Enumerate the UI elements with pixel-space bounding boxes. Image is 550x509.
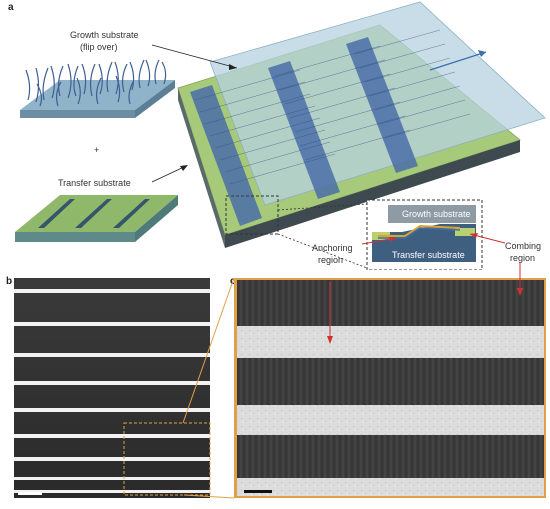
anchoring-label-2: region	[318, 255, 344, 265]
combing-label-2: region	[510, 253, 536, 263]
growth-substrate-block	[20, 59, 175, 118]
panel-label-b: b	[6, 276, 13, 287]
panel-a-illustration	[15, 1, 546, 270]
flip-over-label: (flip over)	[80, 42, 118, 52]
transfer-substrate-block	[15, 195, 178, 242]
inset-transfer-label: Transfer substrate	[392, 250, 465, 260]
inset-growth-label: Growth substrate	[402, 209, 471, 219]
panel-label-a: a	[8, 2, 14, 13]
anchoring-label-1: Anchoring	[312, 243, 353, 253]
transfer-substrate-label: Transfer substrate	[58, 178, 131, 188]
cross-section-inset	[361, 199, 506, 270]
assembly-block	[177, 1, 546, 248]
combing-label-1: Combing	[505, 241, 542, 251]
growth-substrate-label: Growth substrate	[70, 30, 139, 40]
plus-sign: +	[94, 145, 100, 155]
